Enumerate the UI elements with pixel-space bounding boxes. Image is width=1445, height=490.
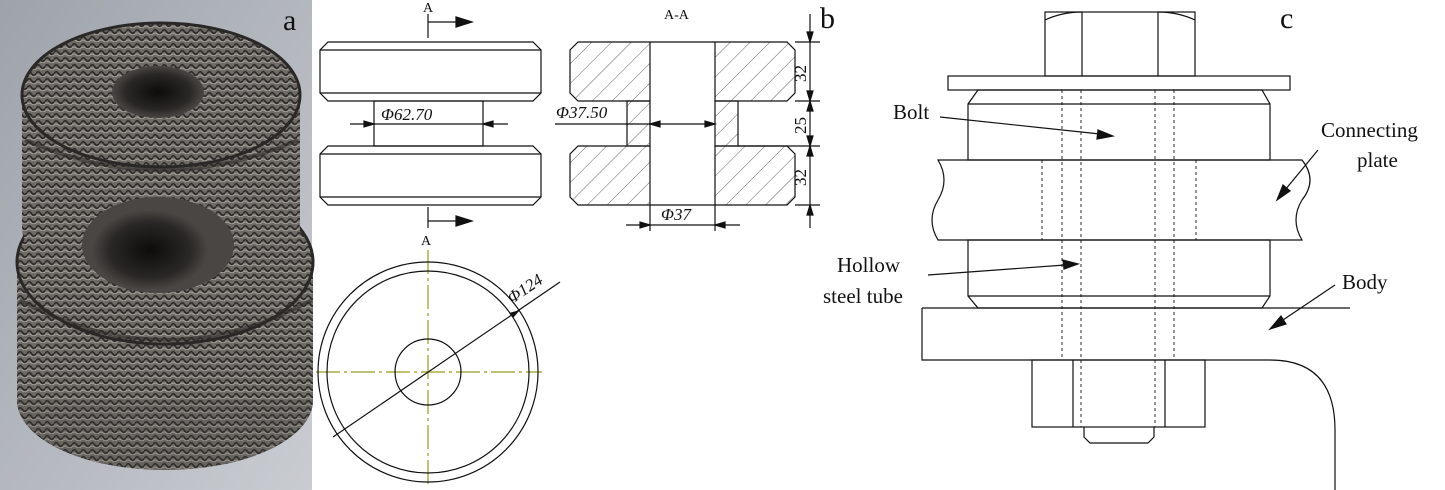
dim-label-37-50: Φ37.50: [556, 103, 608, 122]
section-arrow-top: [455, 16, 475, 28]
bolt-head: [1044, 11, 1196, 77]
label-bolt: Bolt: [893, 100, 929, 124]
panel-letter-b: b: [820, 2, 835, 35]
top-isolator-hole: [112, 66, 204, 118]
dim-label-height-top: 32: [791, 65, 810, 82]
panel-letter-a: a: [283, 4, 296, 37]
dim-label-124: Φ124: [504, 270, 547, 308]
isolator-lower: [967, 239, 1271, 309]
hidden-lines: [1041, 90, 1197, 427]
connecting-plate: [931, 159, 1311, 241]
label-hollow-tube-2: steel tube: [823, 284, 903, 308]
label-hollow-tube-1: Hollow: [837, 253, 901, 277]
nut: [1031, 359, 1206, 428]
panel-letter-c: c: [1280, 2, 1293, 35]
dim-label-62-70: Φ62.70: [381, 105, 433, 124]
outer-circle: [317, 261, 539, 483]
dim-line-124: [332, 281, 561, 438]
top-view: [316, 250, 561, 485]
section-marker-top: A: [423, 1, 434, 16]
label-connecting-plate-1: Connecting: [1321, 118, 1418, 142]
dim-label-37: Φ37: [661, 205, 692, 224]
leader-bolt: [939, 116, 1101, 135]
dim-label-height-bottom: 32: [791, 169, 810, 186]
section-view: [555, 14, 820, 231]
bottom-isolator-hole: [92, 210, 208, 290]
section-arrow-bottom: [455, 215, 475, 227]
section-title: A-A: [664, 8, 690, 23]
dim-label-height-middle: 25: [791, 117, 810, 134]
leader-hollow-tube: [927, 264, 1066, 276]
label-body: Body: [1342, 270, 1388, 294]
leader-connecting-plate: [1284, 149, 1319, 191]
washer: [947, 75, 1291, 91]
front-view-top-block: [319, 41, 542, 102]
front-view-bottom-block: [319, 145, 542, 206]
label-connecting-plate-2: plate: [1357, 148, 1398, 172]
section-marker-bottom: A: [421, 234, 432, 249]
panel-b-drawing: [319, 14, 542, 228]
panel-c-assembly: [921, 11, 1350, 490]
leader-body: [1279, 284, 1336, 323]
inner-circle: [326, 270, 530, 474]
bore-circle: [394, 338, 462, 406]
body: [921, 308, 1336, 490]
bolt-end: [1083, 427, 1155, 444]
panel-a-photo: [0, 0, 315, 490]
